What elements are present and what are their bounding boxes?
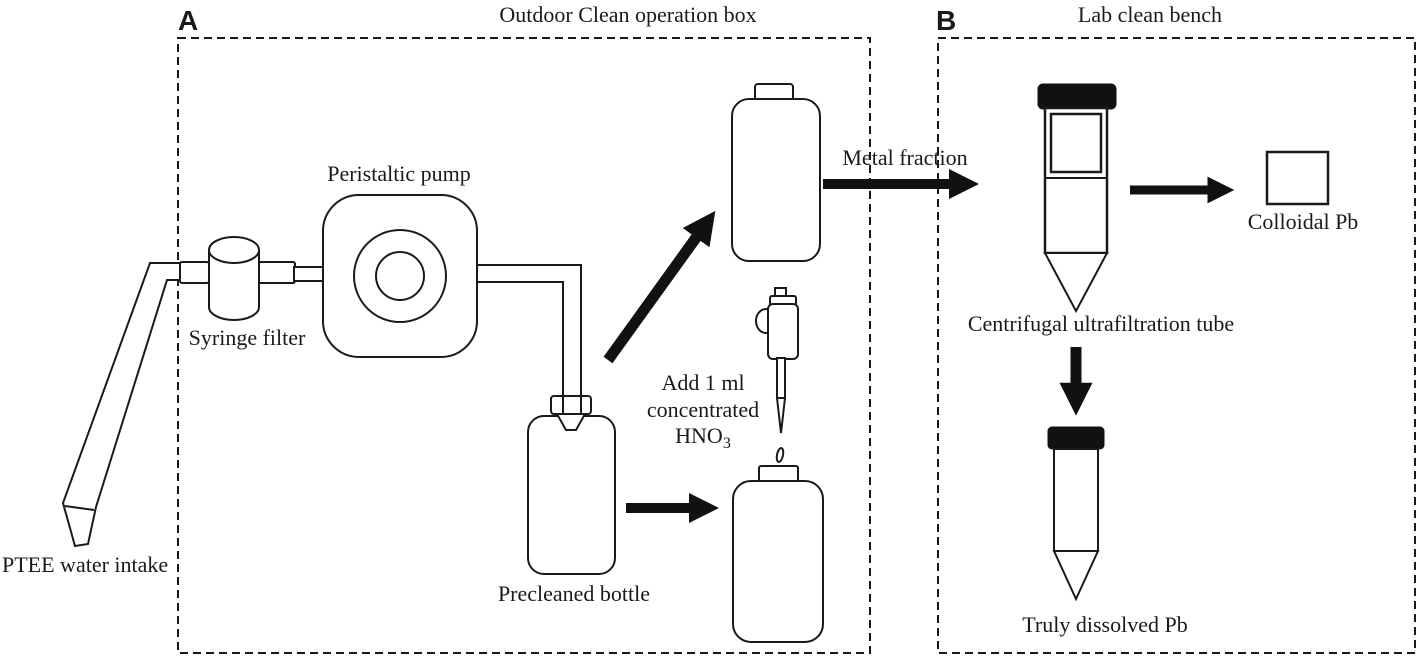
ultrafiltration-tube-cone [1043, 252, 1109, 314]
syringe-filter-body [208, 249, 260, 321]
ultrafiltration-tube-cap [1037, 83, 1117, 110]
panel-a-letter: A [178, 5, 198, 36]
panel-a-title: Outdoor Clean operation box [499, 2, 756, 27]
ptee-intake-label: PTEE water intake [2, 552, 168, 577]
pipette-tip [775, 397, 787, 434]
filter-right-connector [256, 261, 296, 284]
filter-to-pump-tube [293, 266, 325, 282]
filtrate-tube-body [1053, 448, 1099, 552]
pipette-body [767, 303, 799, 360]
metal-fraction-bottle [731, 98, 821, 262]
add-acid-line2: concentrated [647, 397, 759, 422]
acid-formula: HNO3 [675, 423, 731, 452]
ptee-intake-tube [61, 262, 187, 548]
panel-b-letter: B [936, 5, 956, 36]
lab-bench-outline [937, 37, 1416, 654]
colloidal-pb-membrane [1265, 150, 1330, 206]
filtrate-tube-cap [1047, 426, 1105, 450]
filtrate-tube-cone [1052, 550, 1100, 602]
acid-bottle [732, 480, 824, 643]
outdoor-box-outline [177, 37, 871, 654]
pump-label: Peristaltic pump [327, 161, 471, 186]
pump-outlet-tube-outer [477, 264, 582, 415]
filter-insert-window [1049, 112, 1103, 174]
add-acid-line1: Add 1 ml [661, 370, 744, 395]
truly-dissolved-label: Truly dissolved Pb [1022, 612, 1187, 637]
colloidal-pb-label: Colloidal Pb [1248, 209, 1359, 234]
precleaned-bottle [527, 415, 616, 575]
arrow-to-metal-bottle [603, 210, 716, 364]
acid-droplet [775, 447, 785, 463]
filter-left-connector [179, 261, 210, 284]
panel-b-title: Lab clean bench [1078, 2, 1222, 27]
syringe-filter-label: Syringe filter [189, 325, 306, 350]
precleaned-bottle-label: Precleaned bottle [498, 581, 650, 606]
bottle-neck-collar [550, 395, 592, 415]
ultrafiltration-tube-label: Centrifugal ultrafiltration tube [968, 311, 1234, 336]
intake-tip-joint-line [64, 505, 95, 511]
pipette-shaft [776, 357, 786, 399]
pump-rotor-inner [375, 251, 425, 301]
syringe-filter-top-rim [208, 236, 260, 264]
metal-fraction-label: Metal fraction [842, 145, 967, 170]
pump-outlet-tube-inner [477, 281, 564, 415]
